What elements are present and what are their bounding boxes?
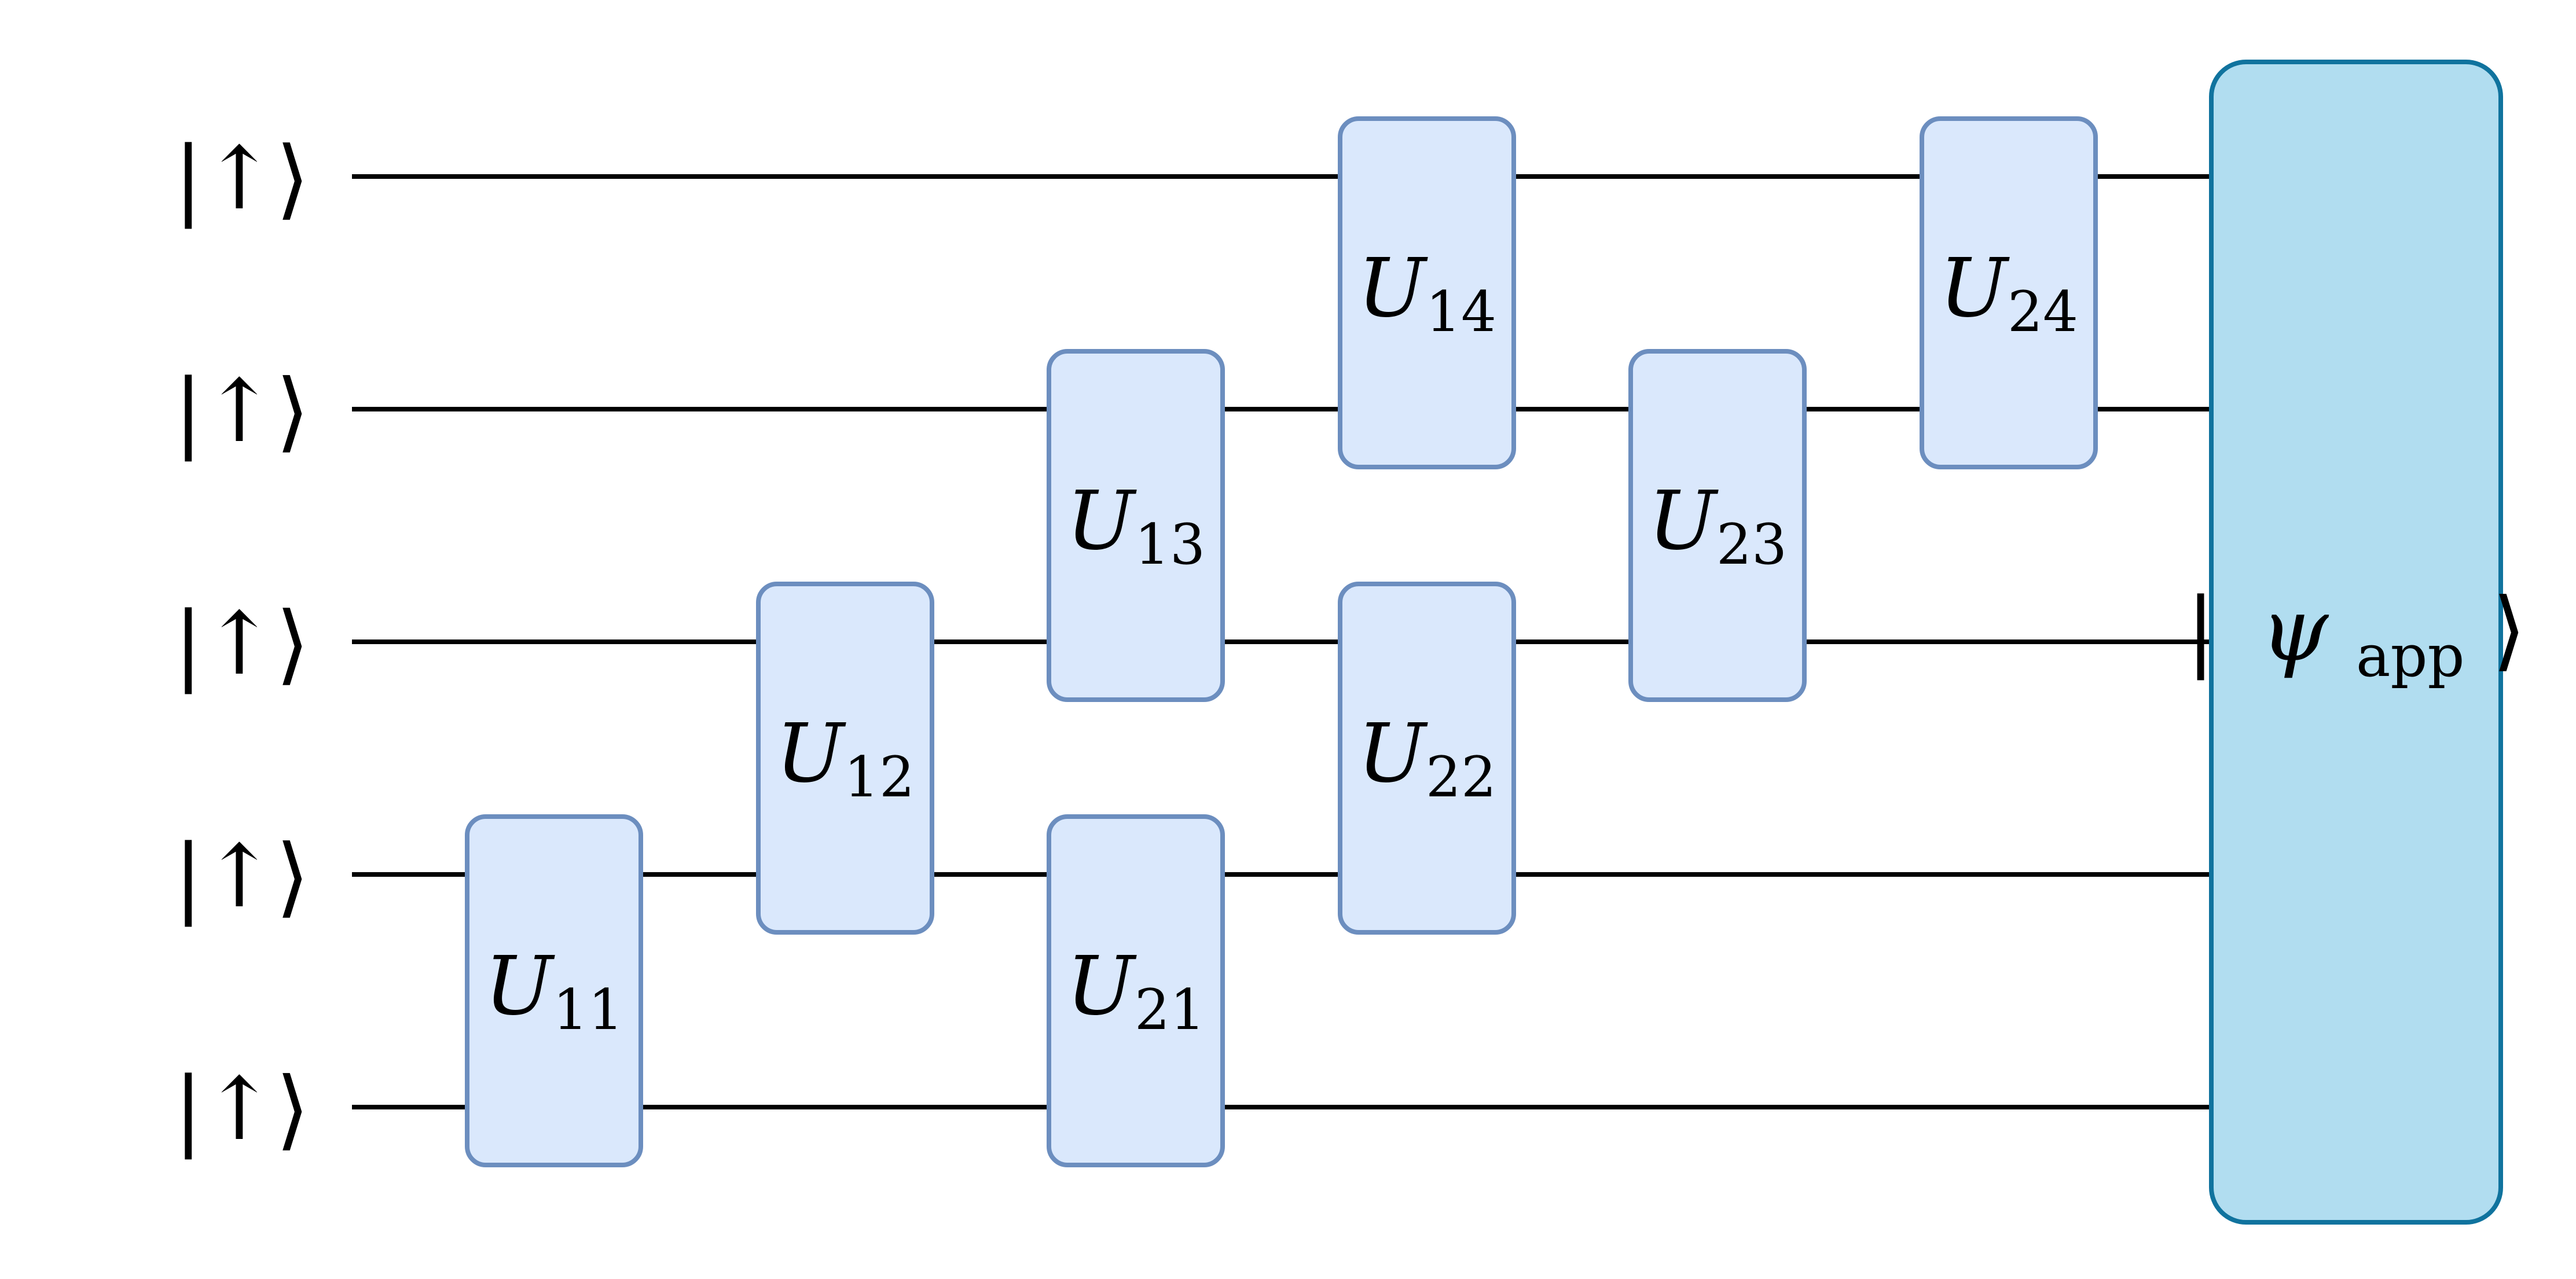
gate-index: 24 [2008,280,2078,344]
output-state-label: | ψ app ⟩ [2186,580,2526,697]
gate-index: 11 [553,977,623,1042]
output-bra-bar: | [2186,580,2215,681]
gate-index: 12 [844,745,915,810]
gate-symbol: U [485,939,555,1034]
gate-u13: U13 [1047,349,1225,702]
gate-box [1920,116,2098,469]
gate-box [756,582,934,935]
gate-index: 13 [1135,512,1205,577]
gate-symbol: U [1939,241,2010,336]
gate-label: U23 [1648,474,1787,577]
qubit-wires [352,174,2211,1109]
gate-label: U21 [1066,939,1205,1042]
gate-label: U22 [1357,707,1496,810]
gate-u14: U14 [1338,116,1516,469]
gate-box [1047,814,1225,1167]
gate-box [1047,349,1225,702]
gate-symbol: U [1066,474,1137,568]
gate-symbol: U [1357,707,1428,801]
gate-index: 22 [1426,745,1496,810]
gate-u23: U23 [1628,349,1807,702]
gate-label: U14 [1357,241,1496,344]
output-subscript: app [2356,622,2465,690]
output-state-box [2209,60,2503,1225]
gate-symbol: U [1648,474,1719,568]
gate-index: 23 [1716,512,1787,577]
qubit-label-4: |↑⟩ [174,826,310,927]
gate-label: U11 [485,939,623,1042]
gate-label: U24 [1939,241,2078,344]
gate-box [1338,582,1516,935]
gate-u11: U11 [465,814,643,1167]
output-state-block: | ψ app ⟩ [2186,60,2526,1225]
gate-index: 14 [1426,280,1496,344]
qubit-label-3: |↑⟩ [174,594,310,694]
gate-box [1338,116,1516,469]
gate-label: U12 [776,707,915,810]
output-ket-close: ⟩ [2492,580,2526,681]
qubit-label-2: |↑⟩ [174,361,310,462]
gate-index: 21 [1135,977,1205,1042]
gate-u12: U12 [756,582,934,935]
gate-label: U13 [1066,474,1205,577]
gate-box [465,814,643,1167]
gate-u21: U21 [1047,814,1225,1167]
gate-u24: U24 [1920,116,2098,469]
gate-symbol: U [1066,939,1137,1034]
qubit-label-1: |↑⟩ [174,128,310,229]
qubit-input-labels: |↑⟩ |↑⟩ |↑⟩ |↑⟩ |↑⟩ [174,128,310,1160]
gate-symbol: U [776,707,846,801]
gate-box [1628,349,1807,702]
gate-u22: U22 [1338,582,1516,935]
gate-symbol: U [1357,241,1428,336]
qubit-label-5: |↑⟩ [174,1059,310,1160]
output-psi-symbol: ψ [2261,580,2329,681]
